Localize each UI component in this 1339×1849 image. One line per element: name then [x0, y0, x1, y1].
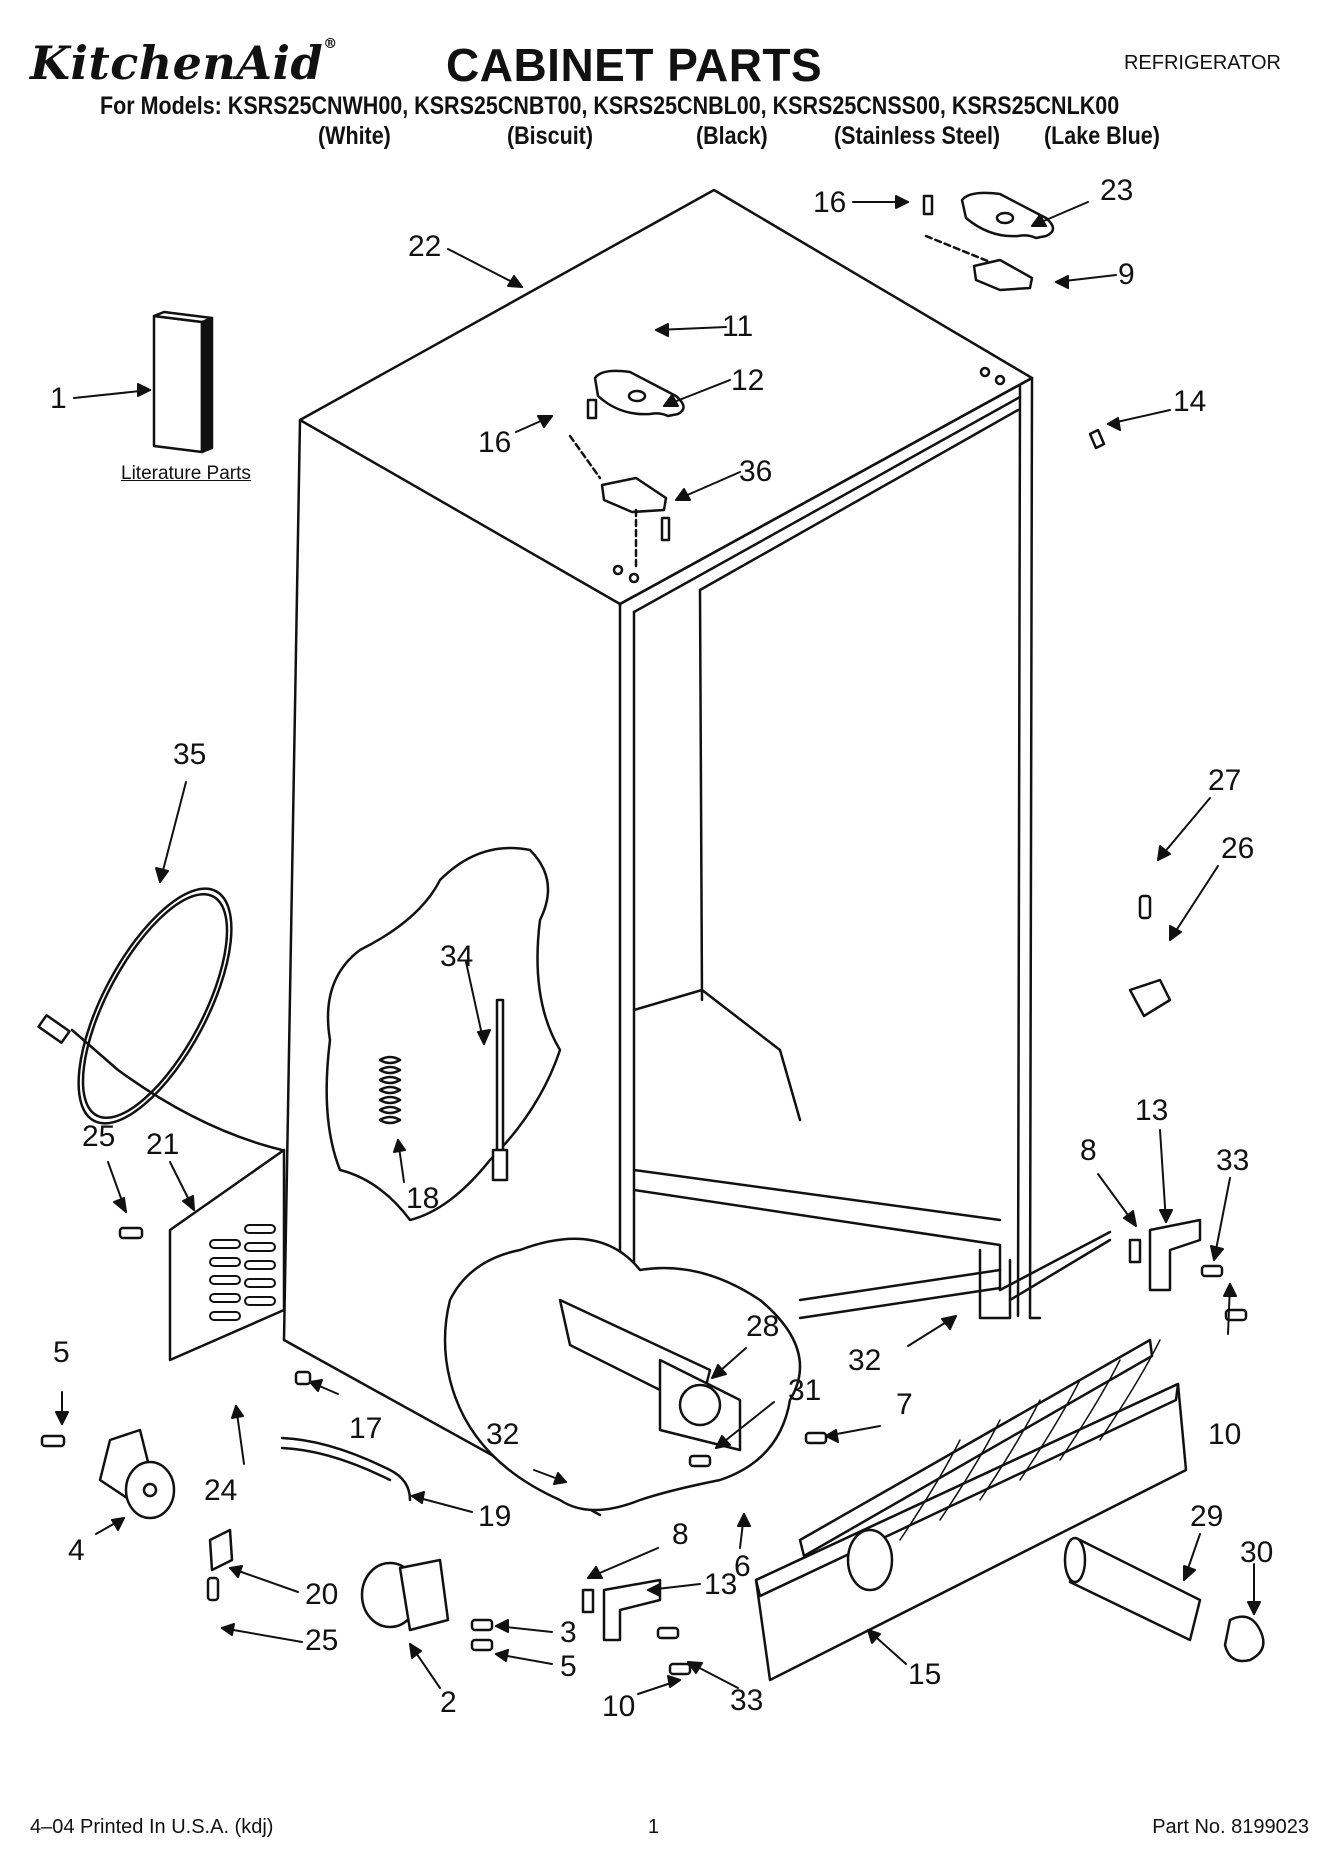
upper-hinge-right	[922, 191, 1106, 450]
callout-3: 3	[560, 1616, 577, 1649]
callout-33-bottom: 33	[730, 1684, 764, 1717]
callout-9: 9	[1118, 258, 1135, 291]
callout-30: 30	[1240, 1536, 1274, 1569]
rear-roller	[98, 1428, 176, 1520]
footer-printed: 4–04 Printed In U.S.A. (kdj)	[30, 1816, 274, 1838]
callout-14: 14	[1173, 385, 1207, 418]
literature-parts-label: Literature Parts	[121, 463, 251, 484]
power-cord	[37, 887, 284, 1152]
callout-34: 34	[440, 940, 474, 973]
callout-5-bottom: 5	[560, 1650, 577, 1683]
lower-hinge-right	[1128, 1218, 1202, 1292]
callout-16-top: 16	[813, 186, 847, 219]
callout-25: 25	[82, 1120, 116, 1153]
rear-access-cover	[168, 1148, 286, 1362]
callout-18: 18	[406, 1182, 440, 1215]
footer-part-number: Part No. 8199023	[1152, 1816, 1309, 1838]
callout-13-right: 13	[1135, 1094, 1169, 1127]
footer-page-number: 1	[648, 1816, 660, 1838]
callout-12: 12	[731, 364, 765, 397]
base-grille	[754, 1338, 1188, 1682]
callout-8-right: 8	[1080, 1134, 1097, 1167]
callout-24: 24	[204, 1474, 238, 1507]
callout-17: 17	[349, 1412, 383, 1445]
callout-36: 36	[739, 455, 773, 488]
callout-5-left: 5	[53, 1336, 70, 1369]
callout-32-left: 32	[486, 1418, 520, 1451]
callout-31: 31	[788, 1374, 822, 1407]
callout-8-bottom: 8	[672, 1518, 689, 1551]
leader-arrows	[55, 195, 1261, 1695]
callout-33-right: 33	[1216, 1144, 1250, 1177]
callout-35: 35	[173, 738, 207, 771]
upper-hinge-left	[568, 369, 685, 584]
callout-11: 11	[722, 310, 754, 343]
callout-32-right: 32	[848, 1344, 882, 1377]
callout-7: 7	[896, 1388, 913, 1421]
literature-booklet	[152, 310, 214, 454]
water-filter	[1063, 1536, 1265, 1663]
callout-6: 6	[734, 1550, 751, 1583]
variant-black: (Black)	[696, 122, 768, 150]
callout-29: 29	[1190, 1500, 1224, 1533]
front-roller	[360, 1558, 450, 1632]
callout-10-right: 10	[1208, 1418, 1242, 1451]
callout-13-bottom: 13	[704, 1568, 738, 1601]
tube-clamp	[208, 1528, 234, 1572]
appliance-category: REFRIGERATOR	[1123, 52, 1281, 74]
brand-logo: KitchenAid®	[30, 36, 338, 90]
page-title: CABINET PARTS	[446, 39, 823, 91]
variant-stainless-steel: (Stainless Steel)	[834, 122, 1001, 150]
callout-10-bottom: 10	[602, 1690, 636, 1723]
callout-27: 27	[1208, 764, 1242, 797]
models-line: For Models: KSRS25CNWH00, KSRS25CNBT00, …	[100, 92, 1120, 120]
callout-21: 21	[146, 1128, 180, 1161]
callout-2: 2	[440, 1686, 457, 1719]
water-tube	[280, 1436, 412, 1502]
callout-22: 22	[408, 230, 442, 263]
detail-inset-water-valve	[443, 1237, 802, 1512]
variant-lake-blue: (Lake Blue)	[1044, 122, 1160, 150]
callout-1: 1	[50, 382, 67, 415]
callout-4: 4	[68, 1534, 85, 1567]
callout-15: 15	[908, 1658, 942, 1691]
lower-hinge-left	[581, 1578, 662, 1642]
callout-20: 20	[305, 1578, 339, 1611]
screws	[40, 894, 1248, 1676]
callout-25-bottom: 25	[305, 1624, 339, 1657]
callout-28: 28	[746, 1310, 780, 1343]
callout-16: 16	[478, 426, 512, 459]
callout-23: 23	[1100, 174, 1134, 207]
callout-26: 26	[1221, 832, 1255, 865]
detail-inset-upper	[325, 846, 562, 1222]
variant-biscuit: (Biscuit)	[507, 122, 593, 150]
callout-19: 19	[478, 1500, 512, 1533]
variant-white: (White)	[318, 122, 391, 150]
